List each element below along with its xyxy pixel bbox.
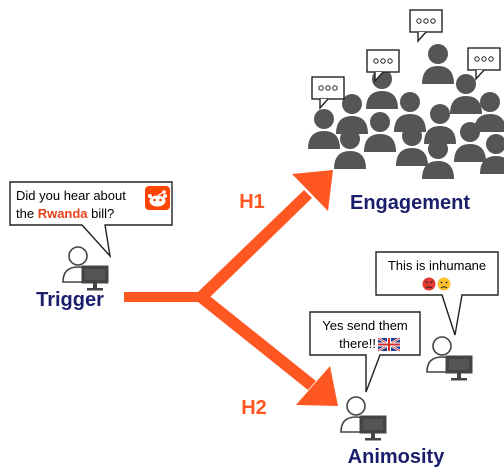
arrow-h2-head — [296, 366, 338, 406]
reply-top-text: This is inhumane — [388, 258, 486, 273]
crowd-speech-bubbles — [311, 9, 501, 110]
h2-label: H2 — [241, 397, 267, 419]
speech-bubble-icon — [311, 76, 345, 110]
rwanda-highlight: Rwanda — [38, 206, 89, 221]
angry-face-icon — [422, 277, 436, 291]
arrow-stem — [124, 292, 205, 302]
trigger-suffix: bill? — [88, 206, 115, 221]
h1-label: H1 — [239, 191, 265, 213]
arrow-h2-shaft — [198, 293, 316, 390]
arrow-h1-head — [292, 170, 333, 211]
reply-bubble-top: This is inhumane — [375, 251, 499, 336]
animosity-label: Animosity — [348, 446, 446, 468]
speech-bubble-icon — [467, 47, 501, 81]
reply-bubble-bottom: Yes send them there!! — [309, 311, 421, 393]
trigger-bubble-line1: Did you hear about — [16, 188, 126, 203]
speech-bubble-icon — [409, 9, 443, 43]
reply-bottom-line1: Yes send them — [322, 318, 408, 333]
hypothesis-arrows — [124, 170, 338, 406]
speech-bubble-icon — [366, 49, 400, 83]
reddit-logo-icon — [145, 186, 170, 210]
trigger-speech-bubble: Did you hear about the Rwanda bill? — [9, 181, 173, 259]
trigger-bubble-line2: the Rwanda bill? — [16, 206, 114, 221]
trigger-prefix: the — [16, 206, 38, 221]
arrow-h1-shaft — [198, 190, 312, 301]
reply-bottom-line2: there!! — [339, 336, 376, 351]
trigger-label: Trigger — [36, 289, 104, 311]
trigger-user-icon — [62, 246, 109, 292]
engagement-label: Engagement — [350, 192, 470, 214]
sad-face-icon — [437, 277, 451, 291]
uk-flag-icon — [377, 336, 401, 353]
animosity-user-top-icon — [426, 336, 473, 382]
animosity-user-bottom-icon — [340, 396, 387, 442]
